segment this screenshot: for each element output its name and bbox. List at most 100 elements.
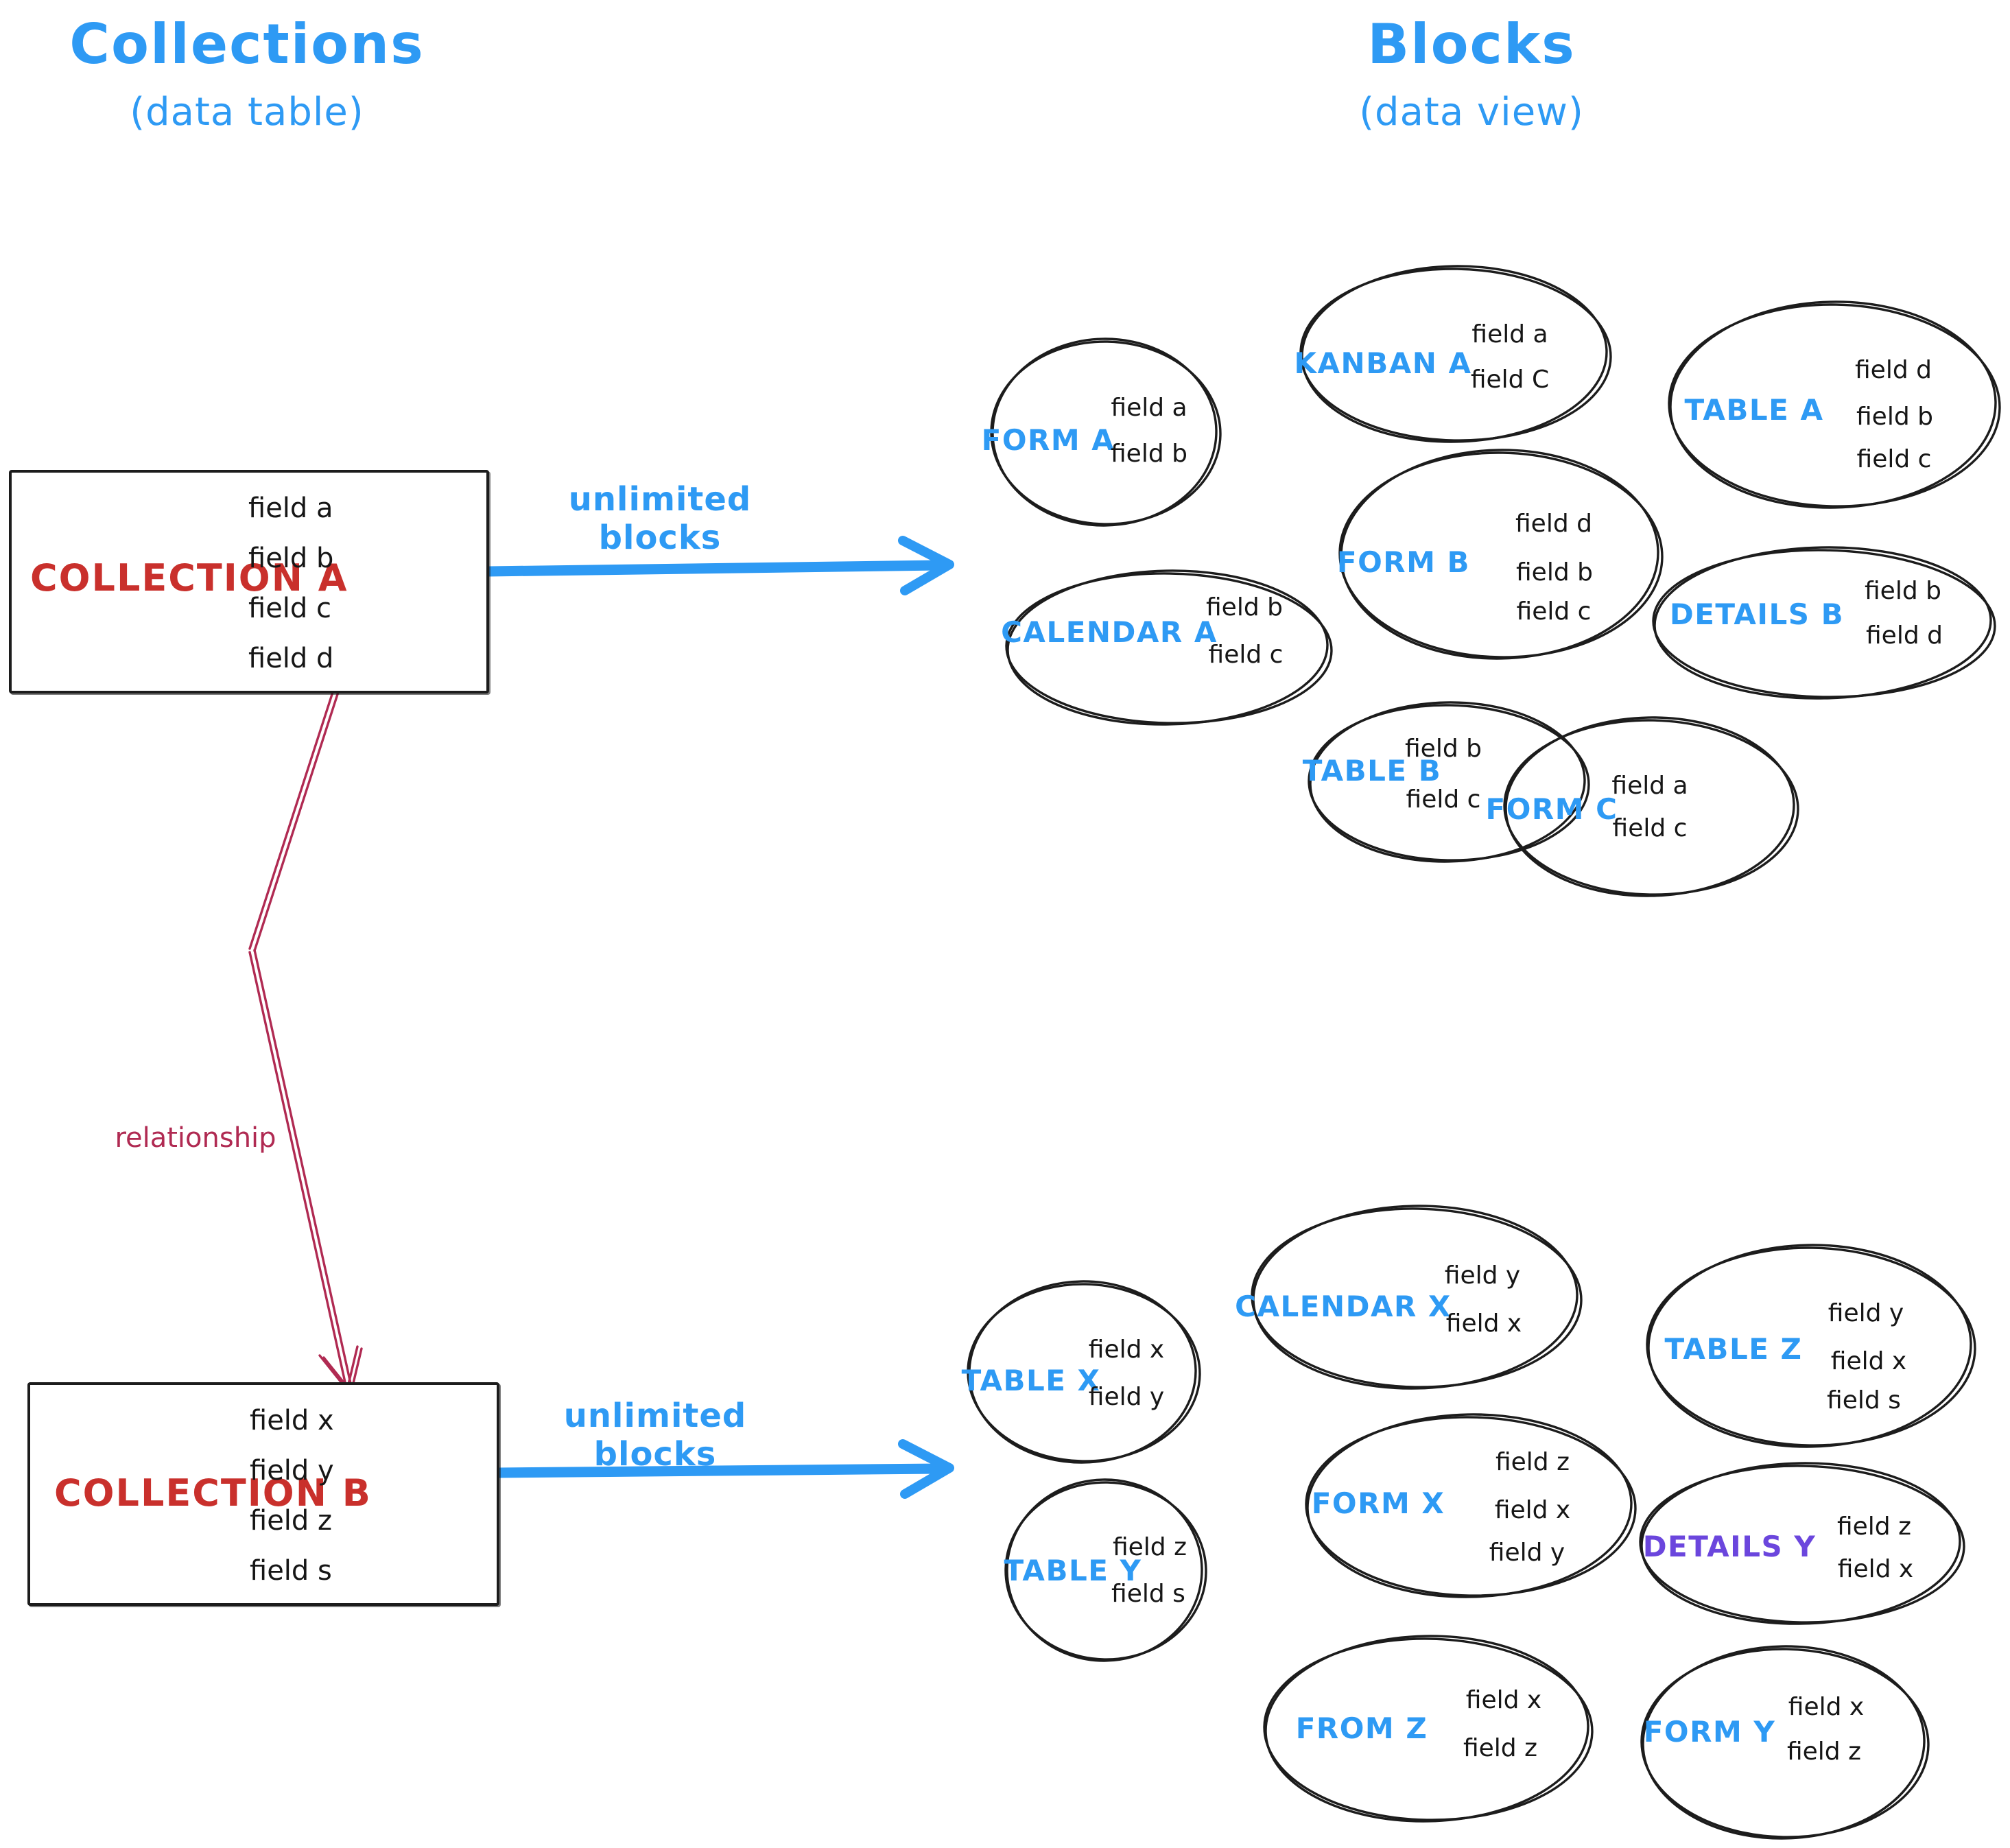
block-ellipse xyxy=(1309,701,1586,863)
block-field: field y xyxy=(1828,1299,1904,1327)
block-from-z: FROM Z field x field z xyxy=(1263,1635,1594,1823)
block-field: field b xyxy=(1516,558,1593,587)
block-ellipse-sketch xyxy=(967,1283,1201,1462)
block-label-table-x: TABLE X xyxy=(962,1364,1101,1397)
block-field: field z xyxy=(1463,1734,1537,1762)
block-label-calendar-a: CALENDAR A xyxy=(1001,615,1218,649)
block-label-table-z: TABLE Z xyxy=(1665,1332,1803,1366)
block-field: field c xyxy=(1613,814,1688,842)
block-field: field c xyxy=(1406,785,1481,814)
block-ellipse xyxy=(1504,716,1795,897)
relationship-label: relationship xyxy=(115,1122,276,1154)
block-field: field x xyxy=(1089,1336,1164,1364)
block-ellipse-sketch xyxy=(1668,303,2001,508)
block-ellipse xyxy=(1006,1478,1203,1662)
block-label-form-b: FORM B xyxy=(1337,545,1470,579)
collection-b-field: field y xyxy=(250,1455,334,1486)
block-field: field b xyxy=(1865,577,1941,605)
unlimited-blocks-arrow-bottom xyxy=(493,1439,954,1499)
collection-b-field: field s xyxy=(250,1555,332,1587)
block-label-from-z: FROM Z xyxy=(1296,1711,1428,1745)
block-ellipse xyxy=(1252,1205,1579,1390)
collections-title: Collections xyxy=(69,12,425,76)
block-field: field d xyxy=(1515,510,1592,538)
collection-b-field: field x xyxy=(250,1405,334,1436)
block-ellipse xyxy=(1669,300,1997,509)
blocks-subtitle: (data view) xyxy=(1359,90,1584,134)
block-ellipse xyxy=(1642,1645,1926,1840)
collection-b-name: COLLECTION B xyxy=(54,1471,372,1515)
block-field: field z xyxy=(1837,1513,1911,1541)
block-ellipse-sketch xyxy=(1646,1246,1976,1447)
block-field: field z xyxy=(1495,1448,1570,1476)
block-field: field y xyxy=(1445,1261,1520,1290)
block-table-z: TABLE Z field y field x field s xyxy=(1646,1244,1976,1448)
block-field: field y xyxy=(1089,1383,1164,1411)
unlimited-blocks-label-bottom: unlimited blocks xyxy=(563,1397,747,1473)
block-ellipse xyxy=(1264,1635,1589,1823)
block-field: field z xyxy=(1113,1533,1187,1561)
block-label-form-a: FORM A xyxy=(982,423,1115,457)
block-ellipse xyxy=(1301,265,1608,443)
collection-a-field: field a xyxy=(248,493,333,524)
collection-a-name: COLLECTION A xyxy=(30,556,348,600)
block-ellipse-sketch xyxy=(1308,704,1590,862)
collections-header: Collections (data table) xyxy=(21,12,473,134)
block-ellipse-sketch xyxy=(1004,1481,1207,1661)
block-field: field x xyxy=(1495,1496,1570,1524)
block-ellipse-sketch xyxy=(1305,1416,1637,1597)
block-label-table-y: TABLE Y xyxy=(1004,1554,1142,1587)
relationship-arrow xyxy=(248,687,363,1393)
block-field: field d xyxy=(1866,621,1943,650)
block-ellipse-sketch xyxy=(1640,1648,1930,1838)
block-field: field a xyxy=(1611,772,1688,800)
block-ellipse-sketch xyxy=(1338,451,1664,659)
block-label-calendar-x: CALENDAR X xyxy=(1235,1290,1452,1323)
block-ellipse xyxy=(991,337,1218,527)
block-ellipse-sketch xyxy=(1299,268,1612,442)
block-field: field x xyxy=(1831,1347,1906,1375)
unlimited-blocks-label-top: unlimited blocks xyxy=(568,480,752,557)
block-label-table-b: TABLE B xyxy=(1303,754,1442,787)
block-field: field x xyxy=(1446,1310,1522,1338)
block-field: field y xyxy=(1489,1539,1565,1567)
block-ellipse-sketch xyxy=(1005,572,1333,724)
block-field: field z xyxy=(1787,1738,1861,1766)
block-ellipse-sketch xyxy=(1503,719,1799,896)
block-ellipse xyxy=(1340,449,1659,660)
collection-a-box: COLLECTION A field a field b field c fie… xyxy=(9,470,489,694)
collection-a-fields: field a field b field c field d xyxy=(248,484,333,684)
collection-b-field: field z xyxy=(250,1505,333,1537)
block-ellipse xyxy=(968,1280,1197,1464)
blocks-header: Blocks (data view) xyxy=(1245,12,1698,134)
block-field: field b xyxy=(1206,593,1283,621)
block-label-details-b: DETAILS B xyxy=(1670,597,1844,631)
block-label-form-y: FORM Y xyxy=(1644,1715,1776,1749)
collection-a-field: field b xyxy=(248,543,334,574)
block-field: field c xyxy=(1209,641,1284,669)
block-label-details-y: DETAILS Y xyxy=(1643,1530,1817,1563)
collection-b-box: COLLECTION B field x field y field z fie… xyxy=(27,1382,499,1606)
block-field: field x xyxy=(1466,1686,1541,1714)
block-field: field a xyxy=(1471,320,1548,348)
block-field: field s xyxy=(1111,1580,1185,1608)
block-ellipse-sketch xyxy=(1652,549,1996,698)
collection-a-field: field d xyxy=(248,643,334,674)
block-field: field s xyxy=(1827,1386,1901,1414)
block-field: field x xyxy=(1788,1693,1864,1721)
block-field: field b xyxy=(1405,735,1482,763)
block-field: field b xyxy=(1856,403,1933,431)
